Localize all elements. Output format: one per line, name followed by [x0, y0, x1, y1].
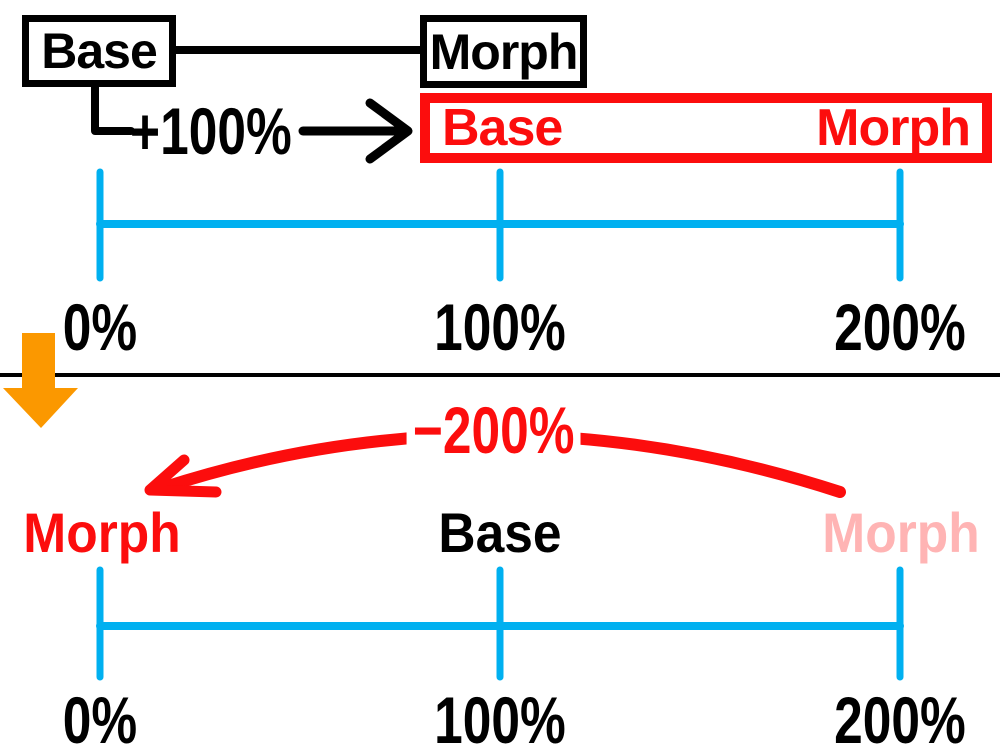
result-base-label: Base: [438, 500, 562, 564]
bottom-ruler-label-0: 0%: [62, 683, 138, 750]
right-arrow-head-icon: [365, 98, 413, 164]
elbow-connector-line: [91, 81, 135, 135]
bottom-ruler-label-200: 200%: [834, 683, 966, 750]
top-ruler: [96, 168, 904, 282]
morph-node-label: Morph: [429, 23, 579, 80]
range-morph-label: Morph: [816, 99, 971, 157]
minus-200-label: −200%: [406, 392, 582, 468]
bottom-ruler: [96, 566, 904, 681]
bottom-ruler-label-100: 100%: [434, 683, 566, 750]
top-ruler-label-0: 0%: [62, 290, 138, 364]
morph-range-box: Base Morph: [420, 93, 992, 163]
down-arrow-icon: [3, 333, 78, 428]
minus-200-label-wrap: −200%: [364, 392, 624, 468]
result-morph-left-label: Morph: [23, 500, 181, 564]
morph-node-box: Morph: [420, 15, 587, 88]
base-node-box: Base: [22, 15, 176, 87]
base-node-label: Base: [41, 23, 158, 79]
result-morph-right-label: Morph: [822, 500, 980, 564]
top-ruler-label-200: 200%: [834, 290, 966, 364]
top-ruler-label-100: 100%: [434, 290, 566, 364]
plus-100-label: +100%: [130, 94, 292, 168]
range-base-label: Base: [442, 99, 563, 157]
curved-arrow-head-icon: [144, 454, 222, 498]
